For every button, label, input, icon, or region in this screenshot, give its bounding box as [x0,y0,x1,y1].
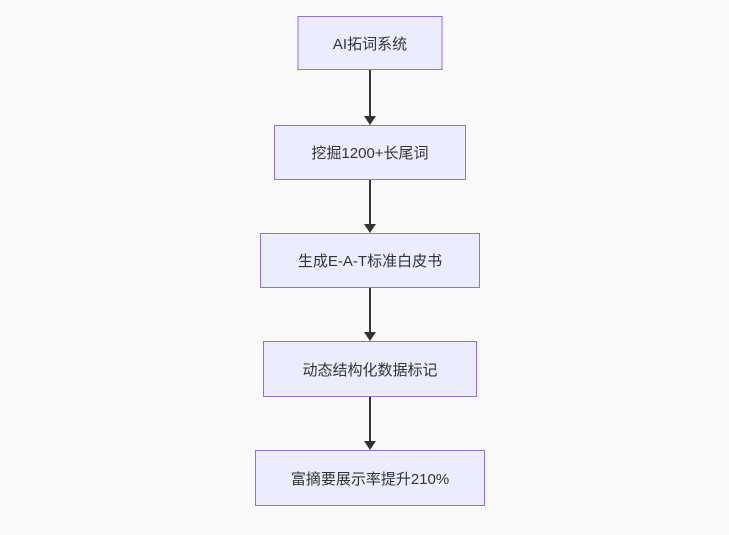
arrow-down-icon [364,224,376,233]
flow-node-label: 富摘要展示率提升210% [290,470,450,488]
flow-node-structured-data: 动态结构化数据标记 [263,341,477,397]
flow-node-longtail-keywords: 挖掘1200+长尾词 [274,125,466,180]
flow-node-label: AI拓词系统 [332,35,408,53]
flow-node-eat-whitepaper: 生成E-A-T标准白皮书 [260,233,480,288]
arrow-down-icon [364,116,376,125]
flow-node-label: 动态结构化数据标记 [302,361,438,379]
arrow-down-icon [364,332,376,341]
arrow-line [369,180,371,225]
arrow-connector-4 [364,397,376,450]
arrow-down-icon [364,441,376,450]
arrow-connector-2 [364,180,376,233]
arrow-connector-1 [364,70,376,125]
flow-node-ai-word-system: AI拓词系统 [297,16,443,70]
arrow-line [369,397,371,442]
arrow-connector-3 [364,288,376,341]
flow-node-label: 生成E-A-T标准白皮书 [297,253,443,270]
flow-node-rich-snippet-rate: 富摘要展示率提升210% [255,450,485,506]
arrow-line [369,70,371,117]
arrow-line [369,288,371,333]
flow-node-label: 挖掘1200+长尾词 [311,145,429,162]
